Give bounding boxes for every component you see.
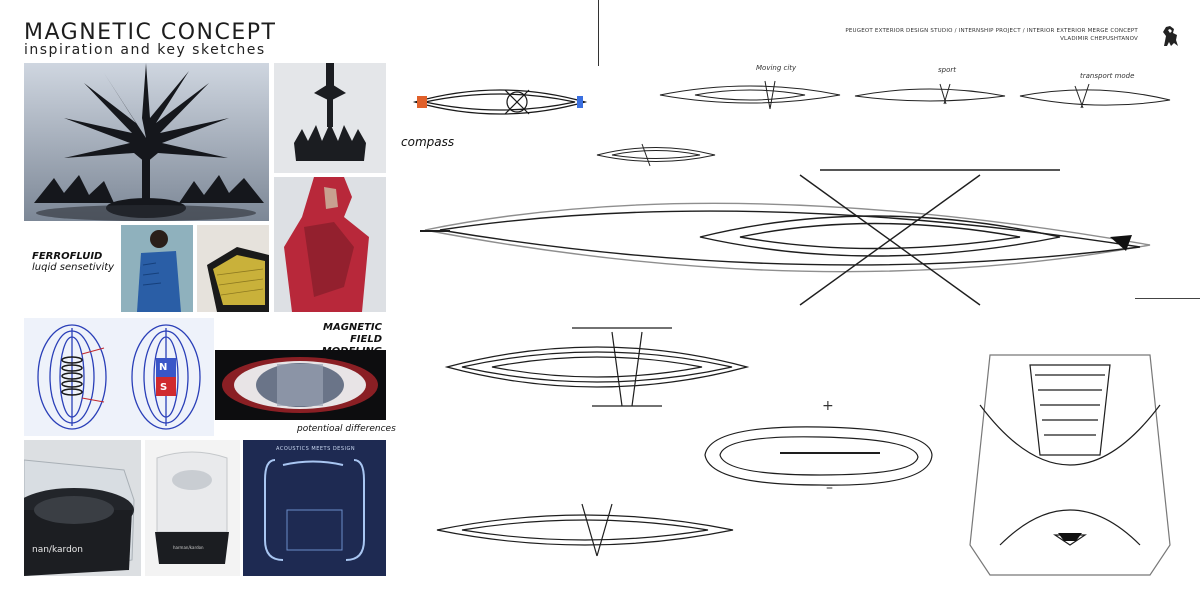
page-title: MAGNETIC CONCEPT	[24, 20, 277, 45]
moving-city-note: Moving city	[756, 64, 797, 72]
speaker-large-photo	[24, 440, 141, 576]
speaker-brand-label: nan/kardon	[32, 545, 83, 555]
front-view-sketch	[969, 354, 1171, 576]
page-subtitle: inspiration and key sketches	[24, 42, 266, 58]
studio-line-project: PEUGEOT EXTERIOR DESIGN STUDIO / INTERNS…	[845, 28, 1138, 34]
main-side-view-sketch	[420, 169, 1151, 306]
small-car-sketch	[596, 143, 716, 167]
ferrofluid-tower-photo	[274, 63, 386, 173]
transport-mode-sketch	[1019, 83, 1171, 109]
acoustics-poster	[243, 440, 386, 576]
poster-title: ACOUSTICS MEETS DESIGN	[276, 446, 356, 452]
plus-sign: +	[822, 398, 834, 414]
minus-sign: –	[826, 480, 833, 496]
seat-sketch	[704, 426, 933, 486]
magnetic-field-diagram	[24, 318, 214, 436]
speaker-small-photo	[145, 440, 240, 576]
yellow-textile-photo	[197, 225, 269, 312]
transport-note: transport mode	[1080, 72, 1135, 80]
magnet-south-label: S	[160, 382, 168, 393]
compass-sketch	[412, 89, 588, 115]
speaker-small-brand-label: harman/kardon	[173, 545, 204, 550]
studio-line-author: VLADIMIR CHEPUSHTANOV	[1060, 36, 1138, 42]
studio-credits: PEUGEOT EXTERIOR DESIGN STUDIO / INTERNS…	[845, 27, 1138, 43]
moving-city-sketch	[659, 80, 841, 110]
red-fabric-dress-photo	[274, 177, 386, 312]
compass-label: compass	[401, 135, 455, 149]
peugeot-lion-logo	[1163, 26, 1178, 46]
ferrofluid-spikes-photo	[24, 63, 269, 221]
divider-vertical	[598, 0, 599, 66]
divider-horizontal	[1135, 298, 1200, 299]
ferrofluid-title: FERROFLUID	[32, 251, 103, 262]
magnet-north-label: N	[159, 362, 168, 373]
bottom-side-sketch	[436, 503, 734, 557]
magnetic-field-title-1: MAGNETIC FIELD	[323, 322, 382, 345]
ferrofluid-subtitle: luqid sensetivity	[32, 262, 115, 273]
interior-side-sketch	[444, 327, 750, 407]
blue-suit-person-photo	[121, 225, 193, 312]
sport-note: sport	[938, 66, 956, 74]
ferrofluid-caption: FERROFLUID luqid sensetivity	[32, 251, 114, 273]
potential-differences-render	[215, 350, 386, 420]
sport-mode-sketch	[854, 83, 1006, 105]
potential-differences-caption: potentioal differences	[297, 424, 396, 434]
